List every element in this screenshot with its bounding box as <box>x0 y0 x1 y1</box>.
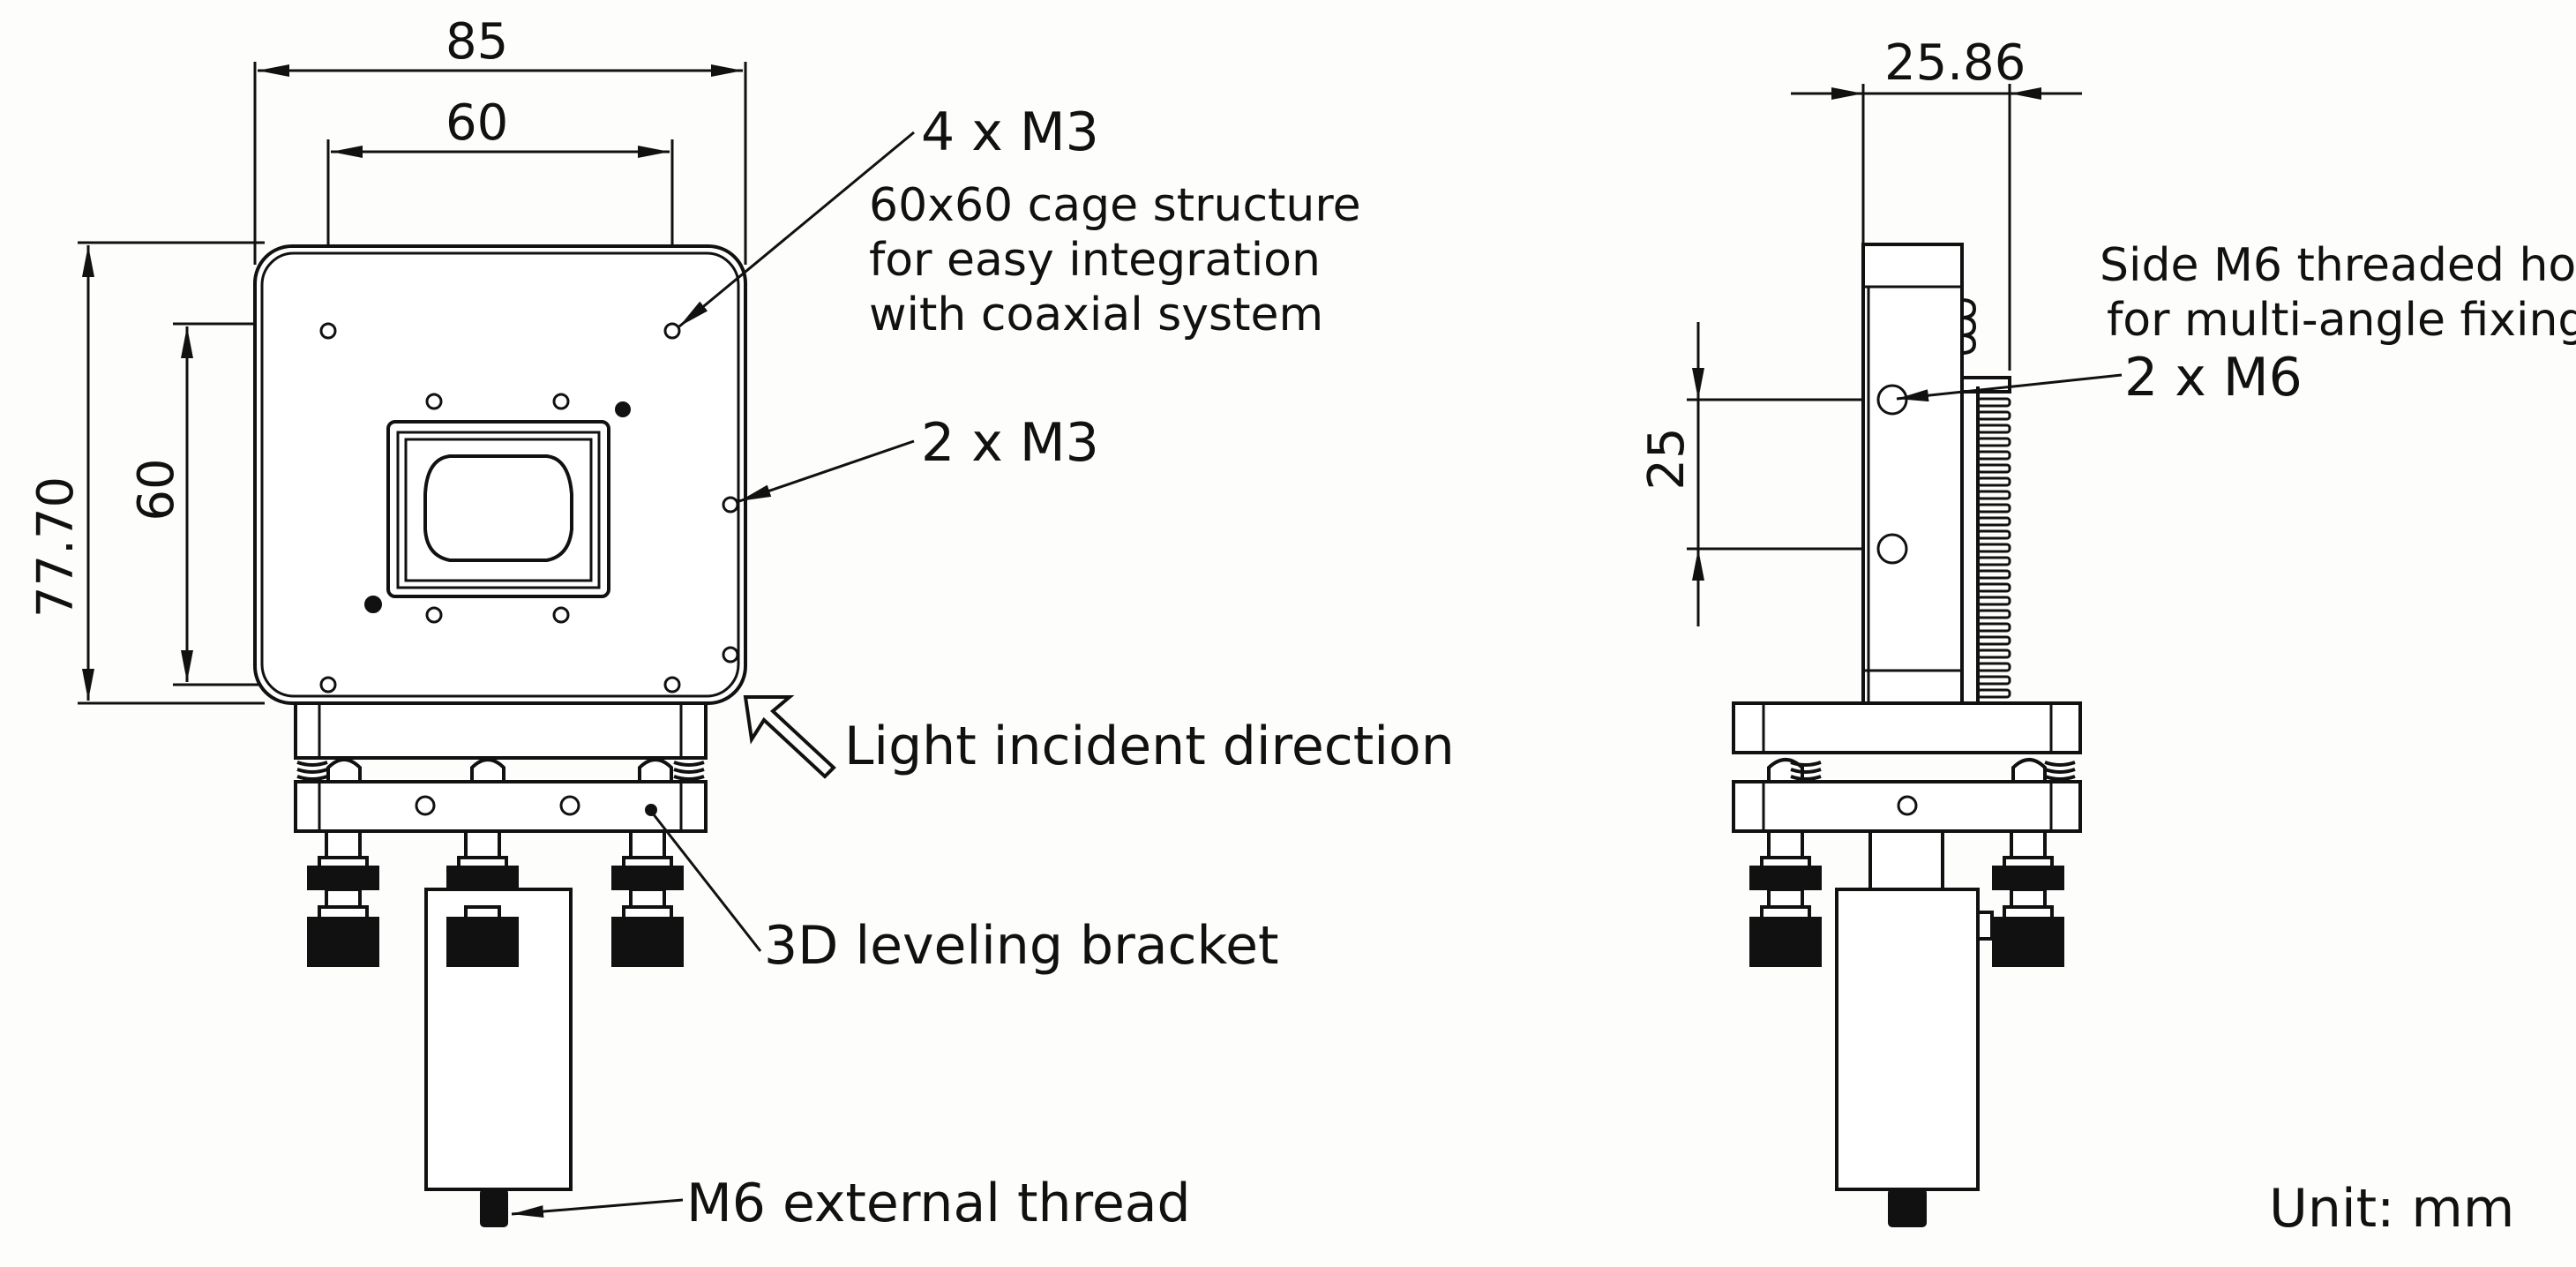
hole <box>663 322 681 340</box>
svg-text:2 x M6: 2 x M6 <box>2124 347 2303 409</box>
heatsink-fin <box>1976 437 2011 447</box>
side-holes-note-line2: for multi-angle fixing <box>2107 294 2576 347</box>
heatsink-fin <box>1976 569 2011 580</box>
dimension-hole-spacing-horizontal: 60 <box>326 94 674 331</box>
svg-text:2 x M3: 2 x M3 <box>921 412 1099 474</box>
heatsink-fin <box>1976 476 2011 487</box>
sensor-window <box>364 393 631 624</box>
dim-85-label: 85 <box>446 13 508 71</box>
side-view: 25.86 25 <box>1638 34 2576 1227</box>
callout-2xm6: 2 x M6 <box>1896 347 2303 409</box>
heatsink-fin <box>1976 516 2011 527</box>
heatsink-fin <box>1976 529 2011 540</box>
side-holes-note-line1: Side M6 threaded holes <box>2100 239 2576 292</box>
plate-inner-edge <box>260 251 740 698</box>
heatsink-fin <box>1976 410 2011 421</box>
side-body <box>1861 243 1964 705</box>
dim-60-h-label: 60 <box>446 94 508 152</box>
heatsink-fin <box>1976 648 2011 659</box>
hole <box>722 646 739 663</box>
dim-25-label: 25 <box>1638 427 1696 490</box>
hole <box>319 676 337 693</box>
dimension-hole-spacing-vertical: 60 <box>128 322 328 686</box>
heatsink-fin <box>1976 397 2011 408</box>
heatsink-fin <box>1976 596 2011 606</box>
cage-note-line1: 60x60 cage structure <box>869 179 1361 232</box>
dimension-overall-width: 85 <box>253 13 747 265</box>
svg-text:Light incident direction: Light incident direction <box>844 716 1455 777</box>
heatsink-fins <box>1960 376 2011 703</box>
m3-holes <box>319 322 739 693</box>
heatsink-fin <box>1976 503 2011 514</box>
mounting-post <box>424 888 573 1227</box>
hole <box>722 496 739 514</box>
camera-front-plate <box>253 244 747 705</box>
side-bracket <box>1732 701 2082 833</box>
dim-60-v-label: 60 <box>128 458 185 521</box>
dim-25-86-label: 25.86 <box>1884 34 2026 92</box>
callout-bracket: 3D leveling bracket <box>651 813 1279 977</box>
side-m6-hole <box>1876 533 1908 565</box>
dim-77-70-label: 77.70 <box>27 476 85 618</box>
callout-2xm3: 2 x M3 <box>738 412 1099 503</box>
leveling-knobs <box>307 829 684 967</box>
heatsink-fin <box>1976 675 2011 686</box>
side-knobs <box>1749 829 2064 967</box>
heatsink-fin <box>1976 490 2011 500</box>
heatsink-fin <box>1976 662 2011 672</box>
svg-text:3D leveling bracket: 3D leveling bracket <box>764 915 1279 977</box>
heatsink-fin <box>1976 635 2011 646</box>
heatsink-fin <box>1976 622 2011 633</box>
unit-label: Unit: mm <box>2269 1178 2514 1240</box>
light-direction-arrow-icon <box>743 695 836 779</box>
heatsink-fin <box>1976 450 2011 461</box>
heatsink-fin <box>1976 582 2011 593</box>
callout-thread: M6 external thread <box>511 1173 1191 1234</box>
heatsink-fin <box>1976 543 2011 553</box>
dimension-side-hole-spacing: 25 <box>1638 322 1870 626</box>
svg-text:M6 external thread: M6 external thread <box>686 1173 1191 1234</box>
front-view: 85 60 77.70 60 <box>27 13 1455 1234</box>
heatsink-fin <box>1976 424 2011 434</box>
dimension-overall-height: 77.70 <box>27 241 265 705</box>
callout-light-direction: Light incident direction <box>743 695 1455 779</box>
heatsink-fin <box>1976 463 2011 474</box>
cage-note-line2: for easy integration <box>869 234 1321 287</box>
cage-note-line3: with coaxial system <box>869 289 1323 341</box>
hole <box>319 322 337 340</box>
svg-text:4 x M3: 4 x M3 <box>921 101 1099 163</box>
heatsink-fin <box>1976 556 2011 566</box>
side-post <box>1835 829 1994 1227</box>
hole <box>663 676 681 693</box>
heatsink-fin <box>1976 688 2011 699</box>
dimension-depth: 25.86 <box>1791 34 2082 371</box>
callout-4xm3: 4 x M3 <box>678 101 1099 328</box>
heatsink-fin <box>1976 609 2011 619</box>
leveling-bracket <box>294 701 708 833</box>
